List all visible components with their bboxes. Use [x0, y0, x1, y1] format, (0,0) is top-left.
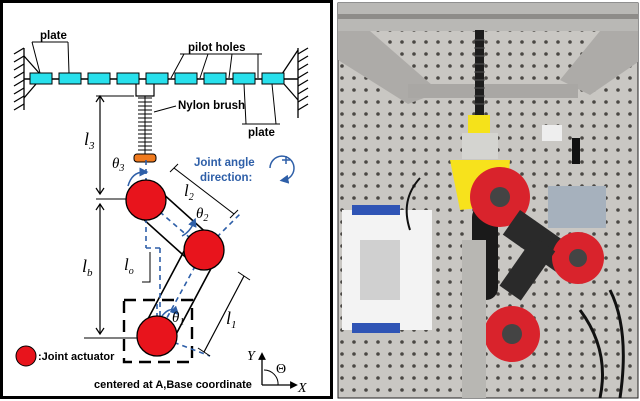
photo-cable-bottom [578, 309, 604, 399]
nylon-brush [138, 96, 152, 154]
plate-segment [174, 72, 198, 85]
right-wall [297, 47, 309, 118]
plate-top-leaders [31, 41, 70, 74]
photo-joint-top-hub [490, 187, 510, 207]
photo-tape-top [352, 205, 400, 215]
label-theta1: θ1 [172, 310, 184, 328]
lo-bracket [142, 252, 151, 283]
frame-top-slot [338, 14, 638, 19]
label-nylon-brush: Nylon brush [178, 100, 245, 112]
support-right [281, 49, 299, 75]
photo-link-lower [499, 236, 556, 301]
legend-joint-icon [15, 345, 37, 367]
label-joint-direction: direction: [200, 172, 252, 184]
label-plate-right: plate [248, 127, 275, 139]
photo-motor-box [548, 186, 606, 228]
schematic-panel: plate pilot holes plate [0, 0, 333, 399]
photo-white-clip [542, 125, 562, 141]
label-joint-actuator: :Joint actuator [38, 351, 115, 363]
base-box [122, 298, 194, 364]
photo-rail [462, 240, 486, 398]
dim-l2-line [173, 167, 235, 215]
yellow-mount [468, 115, 490, 133]
photo-wire-black [572, 138, 580, 164]
plate-right-leaders [242, 83, 280, 125]
theta2-arc [181, 217, 197, 237]
label-joint-angle: Joint angle [194, 157, 255, 169]
pilot-holes-leaders [170, 53, 262, 79]
support-left [23, 55, 41, 75]
label-l2: l2 [184, 181, 194, 203]
joint-3 [125, 179, 167, 221]
frame-right-diagonal [560, 31, 638, 95]
support-left-2 [23, 83, 37, 99]
plate-segment [87, 72, 111, 85]
label-lo: lo [124, 255, 134, 277]
label-theta-big: Θ [276, 362, 286, 377]
photo-joint-mid-hub [569, 249, 587, 267]
plate-segment [116, 72, 140, 85]
plate-segment [145, 72, 169, 85]
spring-coils [474, 39, 485, 105]
brush-tip [133, 153, 157, 163]
plate-segment [58, 72, 82, 85]
dim-l1-cap-bot [197, 347, 211, 357]
photo-tape-bottom [352, 323, 400, 333]
label-axis-x: X [297, 381, 307, 396]
dim-lb-arrow-bot [95, 327, 105, 336]
plate-segment [203, 72, 227, 85]
dim-l2-cap-a [169, 163, 179, 173]
label-pilot-holes: pilot holes [188, 42, 246, 54]
plate-segment [261, 72, 285, 85]
nylon-brush-leader [153, 105, 177, 113]
left-wall [13, 47, 25, 111]
plate-segments [29, 72, 285, 85]
frame-cross [408, 84, 578, 98]
label-l3: l3 [84, 129, 95, 152]
label-theta3: θ3 [112, 156, 124, 174]
plate-segment [232, 72, 256, 85]
rotation-direction-icon [269, 155, 295, 184]
support-right-2 [283, 83, 299, 101]
photo-cable-loop [405, 177, 421, 231]
dim-l3-arrow-bot [95, 187, 105, 196]
photo-cable-right [608, 289, 625, 399]
photo-panel [337, 2, 639, 399]
dim-l1-line [203, 275, 245, 353]
label-lb: lb [82, 256, 93, 279]
label-base-coordinate: centered at A,Base coordinate [94, 379, 252, 391]
dim-lb-arrow-top [95, 202, 105, 211]
theta1-arc [161, 305, 180, 317]
joint-2 [183, 229, 225, 271]
photo-joint-bottom-hub [502, 324, 522, 344]
label-theta2: θ2 [196, 206, 208, 224]
dim-l1-cap-top [237, 271, 251, 281]
dim-l3-arrow-top [95, 94, 105, 103]
label-l1: l1 [226, 308, 237, 331]
label-plate-top: plate [40, 30, 67, 42]
silver-coupler [462, 133, 498, 159]
theta3-arc [127, 167, 149, 187]
theta-arc [263, 369, 279, 386]
photo-blurred-text [360, 240, 400, 300]
plate-segment [29, 72, 53, 85]
dim-l2-cap-b [229, 209, 239, 219]
joint-1 [136, 315, 178, 357]
label-axis-y: Y [247, 349, 257, 364]
